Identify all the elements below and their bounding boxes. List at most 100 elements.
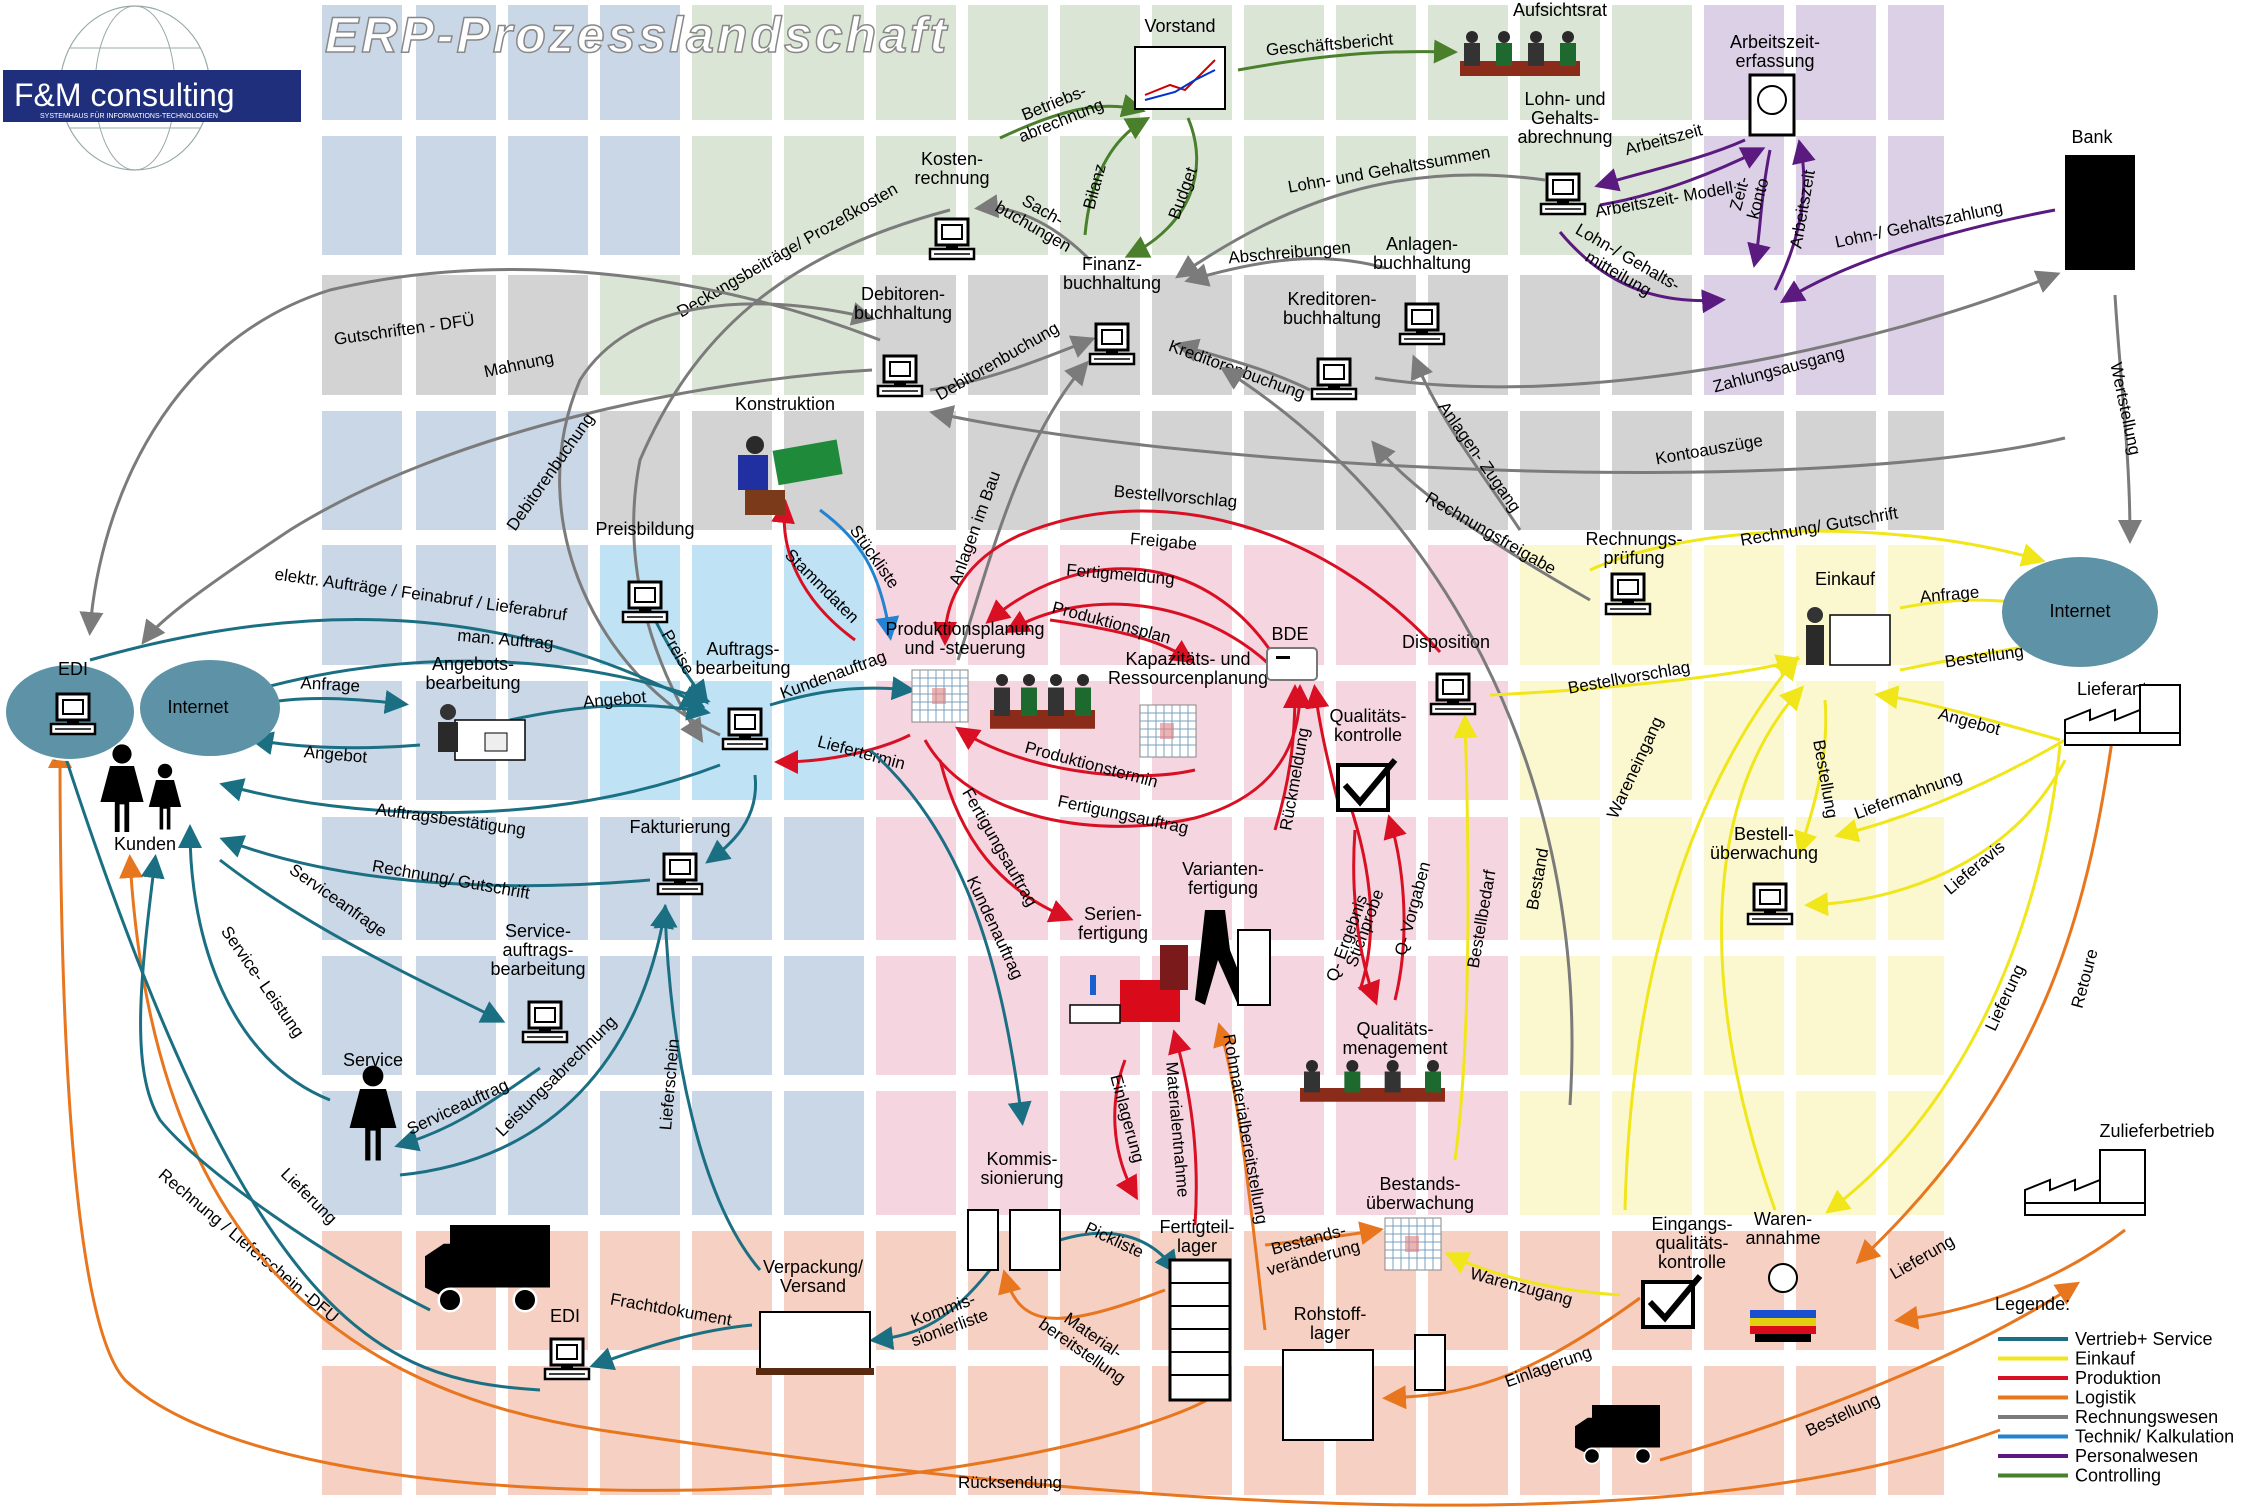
internet-left-label: Internet [167,697,228,717]
legend-item-label: Personalwesen [2075,1446,2198,1466]
grid-cell [322,275,402,395]
grid-cell [600,5,680,120]
q-vorgaben-arrow [1383,814,1407,1001]
aufsichtsrat-label: Aufsichtsrat [1513,0,1607,20]
pps-team-meeting-icon [990,674,1095,729]
grid-cell [1612,5,1692,120]
grid-cell [1428,1091,1508,1215]
grid-cell [1796,956,1876,1075]
produktionstermin-arrow [955,726,1196,778]
grid-cell [1888,1091,1944,1215]
serienfertigung-label: Serien-fertigung [1078,904,1148,943]
lieferung-truck-icon [425,1225,550,1313]
grid-cell [1888,275,1944,395]
grid-cell [1704,956,1784,1075]
lieferung-left-arrow [139,854,431,1312]
grid-cell [1244,1091,1324,1215]
grid-cell [784,545,864,665]
grid-cell [876,1091,956,1215]
grid-cell [968,1366,1048,1495]
grid-cell [1336,956,1416,1075]
vorstand-chart-line-2 [1144,69,1216,101]
grid-cell [1796,1091,1876,1215]
legend-item-label: Controlling [2075,1466,2161,1486]
grid-cell [416,411,496,530]
grid-cell [692,956,772,1075]
rechnungsfreigabe-arrow [1371,440,1591,602]
grid-cell [1428,136,1508,255]
grid-cell [784,956,864,1075]
grid-cell [1152,411,1232,530]
auftrag-bearb-label: Auftrags-bearbeitung [695,639,790,678]
legend-item-label: Produktion [2075,1368,2161,1388]
warenannahme-scale-icon [1750,1263,1816,1342]
legend-item-label: Einkauf [2075,1349,2136,1369]
grid-cell [416,1366,496,1495]
wertstellung-arrow [2113,294,2142,544]
anlagen-label: Anlagen-buchhaltung [1373,234,1471,273]
pps-spreadsheet-icon [911,669,969,723]
einkauf-office-icon [1806,607,1891,666]
anlagen-im-bau-arrow [956,360,1089,661]
wareneingang2-arrow [1720,685,1805,1211]
lohn-gehaltszahlung-arrow [1779,208,2056,304]
materialentnahme-arrow [1168,1029,1198,1226]
grid-cell [692,1366,772,1495]
grid-cell [416,1091,496,1215]
grid-cell [1244,136,1324,255]
angebot-r-arrow [1874,685,2061,742]
verpackung-pallet-icon [756,1311,874,1375]
grid-cell [600,1231,680,1350]
grid-cell [968,817,1048,940]
grid-cell [508,1091,588,1215]
kundenauftrag2-arrow [869,748,1032,1126]
einlagerung-arrow [1113,1059,1138,1201]
grid-cell [1060,681,1140,800]
bestandsveraenderung-arrow [1264,1221,1384,1247]
ruecksendung-label: Rücksendung [958,1473,1062,1492]
service-auftrag-computer-icon [521,1000,569,1044]
bilanz-arrow [1083,117,1151,236]
service-leistung-arrow [178,824,331,1102]
time-clock-dial [1757,85,1787,115]
grid-cell [876,817,956,940]
qm-meeting-icon [1300,1060,1445,1102]
arbeitszeit-label: Arbeitszeit-erfassung [1730,32,1820,71]
deckungsbeitraege-arrow [632,208,951,744]
einkauf-label: Einkauf [1815,569,1876,589]
angebot-r-label: Angebot [1936,704,2002,739]
konstruktion-drafting-icon [738,436,843,515]
bestellueberwachung-computer-icon [1746,882,1794,926]
fakturierung-computer-icon [656,852,704,896]
kreditoren-computer-icon [1310,357,1358,401]
rechnung-gutschrift2-arrow [219,835,651,888]
variantenfertigung-worker-icon [1195,910,1271,1006]
anfrage-label: Anfrage [300,673,360,695]
grid-cell [322,5,402,120]
liefertermin-arrow [774,733,911,774]
grid-cell [692,1231,772,1350]
zulieferbetrieb-factory-icon [2024,1149,2146,1216]
grid-cell [1612,136,1692,255]
bestellueberwachung-label: Bestell-überwachung [1710,824,1818,863]
finanz-label: Finanz-buchhaltung [1063,254,1161,293]
grid-cell [1244,545,1324,665]
grid-cell [1796,5,1876,120]
logo: F&M consulting SYSTEMHAUS FÜR INFORMATIO… [3,5,301,171]
bestand-spreadsheet-icon [1384,1217,1442,1271]
zeitkonto-arrow [1747,149,1772,268]
warenzugang-arrow [1444,1252,1621,1297]
bank-building-icon [2065,155,2135,270]
arbeitszeit2-arrow [1773,139,1816,291]
service-label: Service [343,1050,403,1070]
kreditorenbuchung-arrow [1174,338,1311,392]
grid-cell [1612,681,1692,800]
lohn-gehaltsmitteilung-arrow [1558,231,1726,314]
bde-terminal-icon [1266,647,1318,681]
elektr-auftraege-arrow [89,617,706,708]
eingangsqk-check-icon [1641,1274,1703,1329]
leistungsabrechnung-arrow [399,904,674,1177]
angebot2-arrow [509,696,711,722]
fertigungsauftrag2-arrow [938,759,1074,923]
